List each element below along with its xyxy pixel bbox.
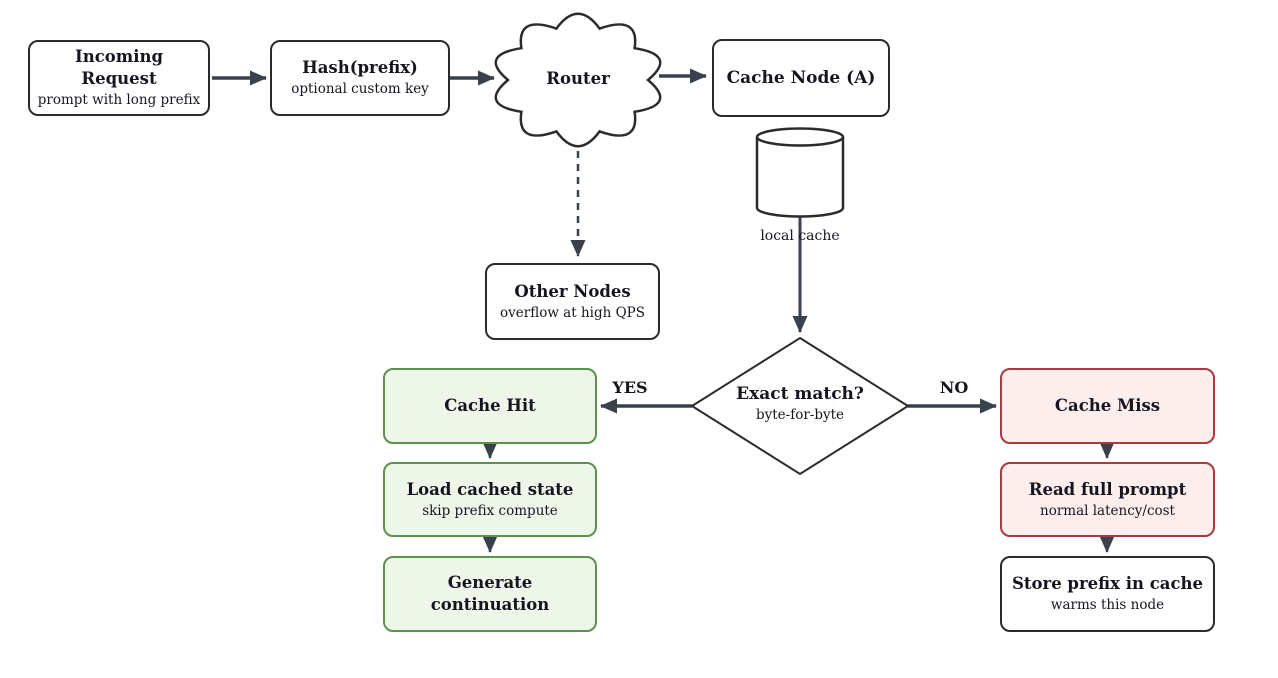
node-subtitle: overflow at high QPS: [500, 304, 645, 321]
node-title: Exact match?: [736, 384, 864, 404]
node-store-prefix-in-cache: Store prefix in cache warms this node: [1000, 556, 1215, 632]
node-title: Cache Miss: [1054, 396, 1161, 415]
local-cache-label: local cache: [760, 228, 840, 244]
node-title: Generate continuation: [430, 573, 550, 614]
node-subtitle: byte-for-byte: [755, 407, 845, 423]
node-subtitle: warms this node: [1050, 597, 1165, 613]
node-cache-miss: Cache Miss: [1000, 368, 1215, 444]
node-exact-match-text: Exact match? byte-for-byte: [692, 383, 908, 425]
node-read-full-prompt: Read full prompt normal latency/cost: [1000, 462, 1215, 537]
edge-label-no: NO: [939, 378, 969, 397]
node-title: Cache Node (A): [726, 68, 876, 88]
node-hash-prefix: Hash(prefix) optional custom key: [270, 40, 450, 116]
node-incoming-request: Incoming Request prompt with long prefix: [28, 40, 210, 116]
node-title: Cache Hit: [444, 396, 536, 415]
node-other-nodes: Other Nodes overflow at high QPS: [485, 263, 660, 340]
router-cloud-shape: [494, 12, 662, 148]
node-generate-continuation: Generate continuation: [383, 556, 597, 632]
node-title: Hash(prefix): [302, 58, 418, 77]
node-cache-hit: Cache Hit: [383, 368, 597, 444]
node-subtitle: prompt with long prefix: [37, 92, 201, 108]
local-cache-cylinder-body: [755, 137, 845, 218]
node-subtitle: skip prefix compute: [422, 502, 558, 519]
node-title: Store prefix in cache: [1011, 574, 1204, 593]
node-subtitle: optional custom key: [291, 81, 429, 97]
node-subtitle: normal latency/cost: [1040, 502, 1175, 519]
local-cache-cylinder-top: [755, 127, 845, 147]
node-router-label: Router: [546, 69, 610, 88]
node-title: Load cached state: [406, 479, 574, 499]
node-cache-node-a: Cache Node (A): [712, 39, 890, 117]
node-title: Incoming Request: [74, 47, 164, 88]
node-title: Other Nodes: [514, 281, 631, 301]
node-load-cached-state: Load cached state skip prefix compute: [383, 462, 597, 537]
exact-match-diamond-shape: [690, 336, 910, 476]
node-title: Read full prompt: [1028, 479, 1187, 499]
edge-label-yes: YES: [612, 378, 648, 397]
